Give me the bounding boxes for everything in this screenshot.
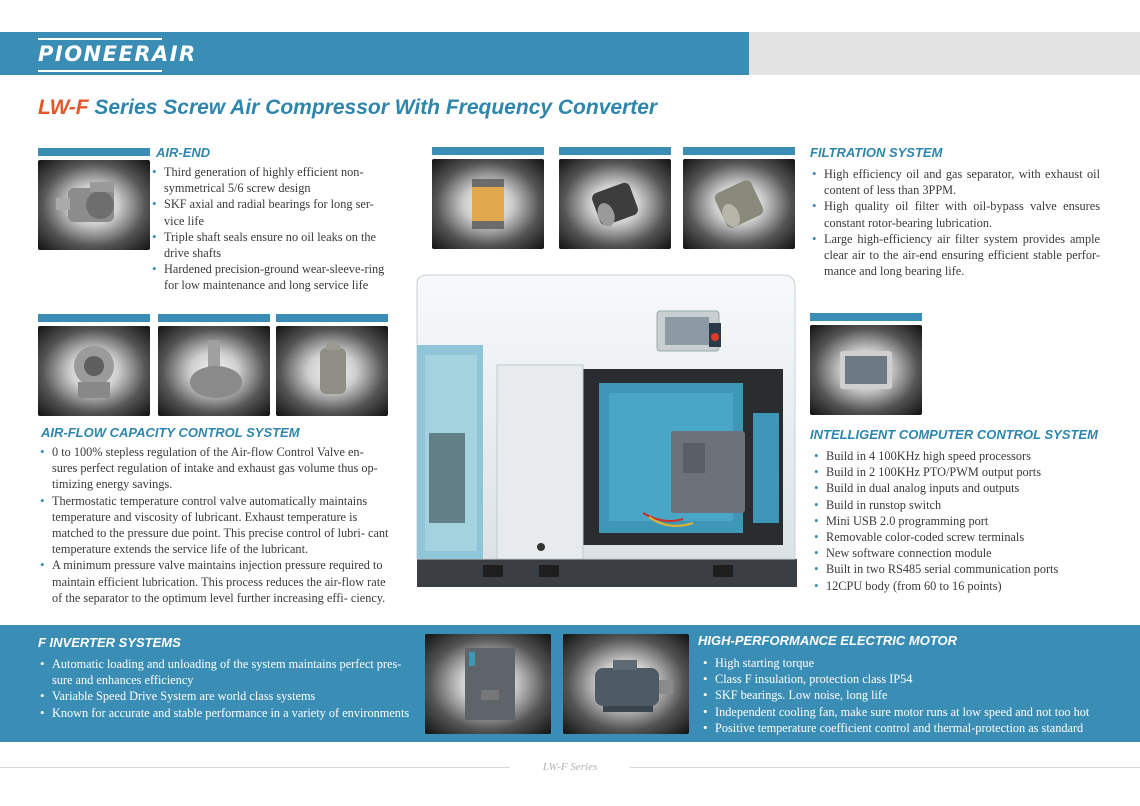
valve-bar-3 [276, 314, 388, 322]
list-item: High quality oil filter with oil-bypass … [812, 198, 1100, 230]
filtration-list: High efficiency oil and gas separator, w… [812, 166, 1100, 279]
title-rest: Series Screw Air Compressor With Frequen… [88, 96, 658, 119]
separator-icon [714, 180, 764, 228]
filter-photo-2 [559, 159, 671, 249]
list-item: Mini USB 2.0 programming port [814, 513, 1104, 529]
list-item: Independent cooling fan, make sure motor… [703, 704, 1123, 720]
list-item: Class F insulation, protection class IP5… [703, 671, 1123, 687]
list-item: A minimum pressure valve maintains injec… [40, 557, 390, 606]
filter-photo-1 [432, 159, 544, 249]
filter-bar-1 [432, 147, 544, 155]
list-item: Positive temperature coefficient control… [703, 720, 1123, 736]
touchscreen-icon [840, 351, 892, 389]
header-bar-gray [749, 32, 1140, 75]
air-filter-icon [472, 179, 504, 229]
inverter-title: F INVERTER SYSTEMS [38, 635, 181, 650]
valve-bar-1 [38, 314, 150, 322]
list-item: Triple shaft seals ensure no oil leaks o… [152, 229, 388, 261]
list-item: Build in 2 100KHz PTO/PWM output ports [814, 464, 1104, 480]
brand-logo: PIONEERAIR [38, 38, 195, 72]
title-accent: LW-F [38, 96, 89, 119]
list-item: Known for accurate and stable performanc… [40, 705, 424, 721]
list-item: Build in runstop switch [814, 497, 1104, 513]
inverter-icon [465, 648, 515, 720]
computer-list: Build in 4 100KHz high speed processors … [814, 448, 1104, 594]
valve-icon [190, 340, 242, 398]
valve-photo-3 [276, 326, 388, 416]
list-item: 12CPU body (from 60 to 16 points) [814, 578, 1104, 594]
list-item: Third generation of highly efficient non… [152, 164, 388, 196]
filter-bar-3 [683, 147, 795, 155]
filtration-title: FILTRATION SYSTEM [810, 145, 943, 160]
list-item: Build in 4 100KHz high speed processors [814, 448, 1104, 464]
list-item: High efficiency oil and gas separator, w… [812, 166, 1100, 198]
list-item: New software connection module [814, 545, 1104, 561]
air-end-photo [38, 160, 150, 250]
list-item: SKF axial and radial bearings for long s… [152, 196, 388, 228]
page-title: LW-F Series Screw Air Compressor With Fr… [38, 96, 657, 120]
motor-photo [563, 634, 689, 734]
list-item: Automatic loading and unloading of the s… [40, 656, 424, 688]
compressor-photo [416, 274, 797, 587]
list-item: Build in dual analog inputs and outputs [814, 480, 1104, 496]
airflow-title: AIR-FLOW CAPACITY CONTROL SYSTEM [41, 425, 300, 440]
list-item: Variable Speed Drive System are world cl… [40, 688, 424, 704]
motor-list: High starting torque Class F insulation,… [703, 655, 1123, 736]
computer-title: INTELLIGENT COMPUTER CONTROL SYSTEM [810, 427, 1098, 442]
motor-title: HIGH-PERFORMANCE ELECTRIC MOTOR [698, 633, 958, 648]
controller-photo [810, 325, 922, 415]
motor-icon [595, 660, 673, 712]
list-item: SKF bearings. Low noise, long life [703, 687, 1123, 703]
valve-photo-2 [158, 326, 270, 416]
footer-text: LW-F Series [510, 761, 630, 773]
list-item: Large high-efficiency air filter system … [812, 231, 1100, 280]
valve-icon [320, 342, 346, 394]
list-item: 0 to 100% stepless regulation of the Air… [40, 444, 390, 493]
valve-photo-1 [38, 326, 150, 416]
air-end-icon [56, 182, 114, 222]
inverter-photo [425, 634, 551, 734]
valve-bar-2 [158, 314, 270, 322]
air-end-title: AIR-END [156, 145, 211, 160]
oil-filter-icon [592, 182, 638, 227]
air-end-bar [38, 148, 150, 156]
filter-bar-2 [559, 147, 671, 155]
list-item: Removable color-coded screw terminals [814, 529, 1104, 545]
valve-icon [74, 346, 114, 398]
list-item: Built in two RS485 serial communication … [814, 561, 1104, 577]
filter-photo-3 [683, 159, 795, 249]
list-item: High starting torque [703, 655, 1123, 671]
air-end-list: Third generation of highly efficient non… [152, 164, 388, 294]
list-item: Hardened precision-ground wear-sleeve-ri… [152, 261, 388, 293]
inverter-list: Automatic loading and unloading of the s… [40, 656, 424, 721]
list-item: Thermostatic temperature control valve a… [40, 493, 390, 558]
controller-bar [810, 313, 922, 321]
airflow-list: 0 to 100% stepless regulation of the Air… [40, 444, 390, 606]
